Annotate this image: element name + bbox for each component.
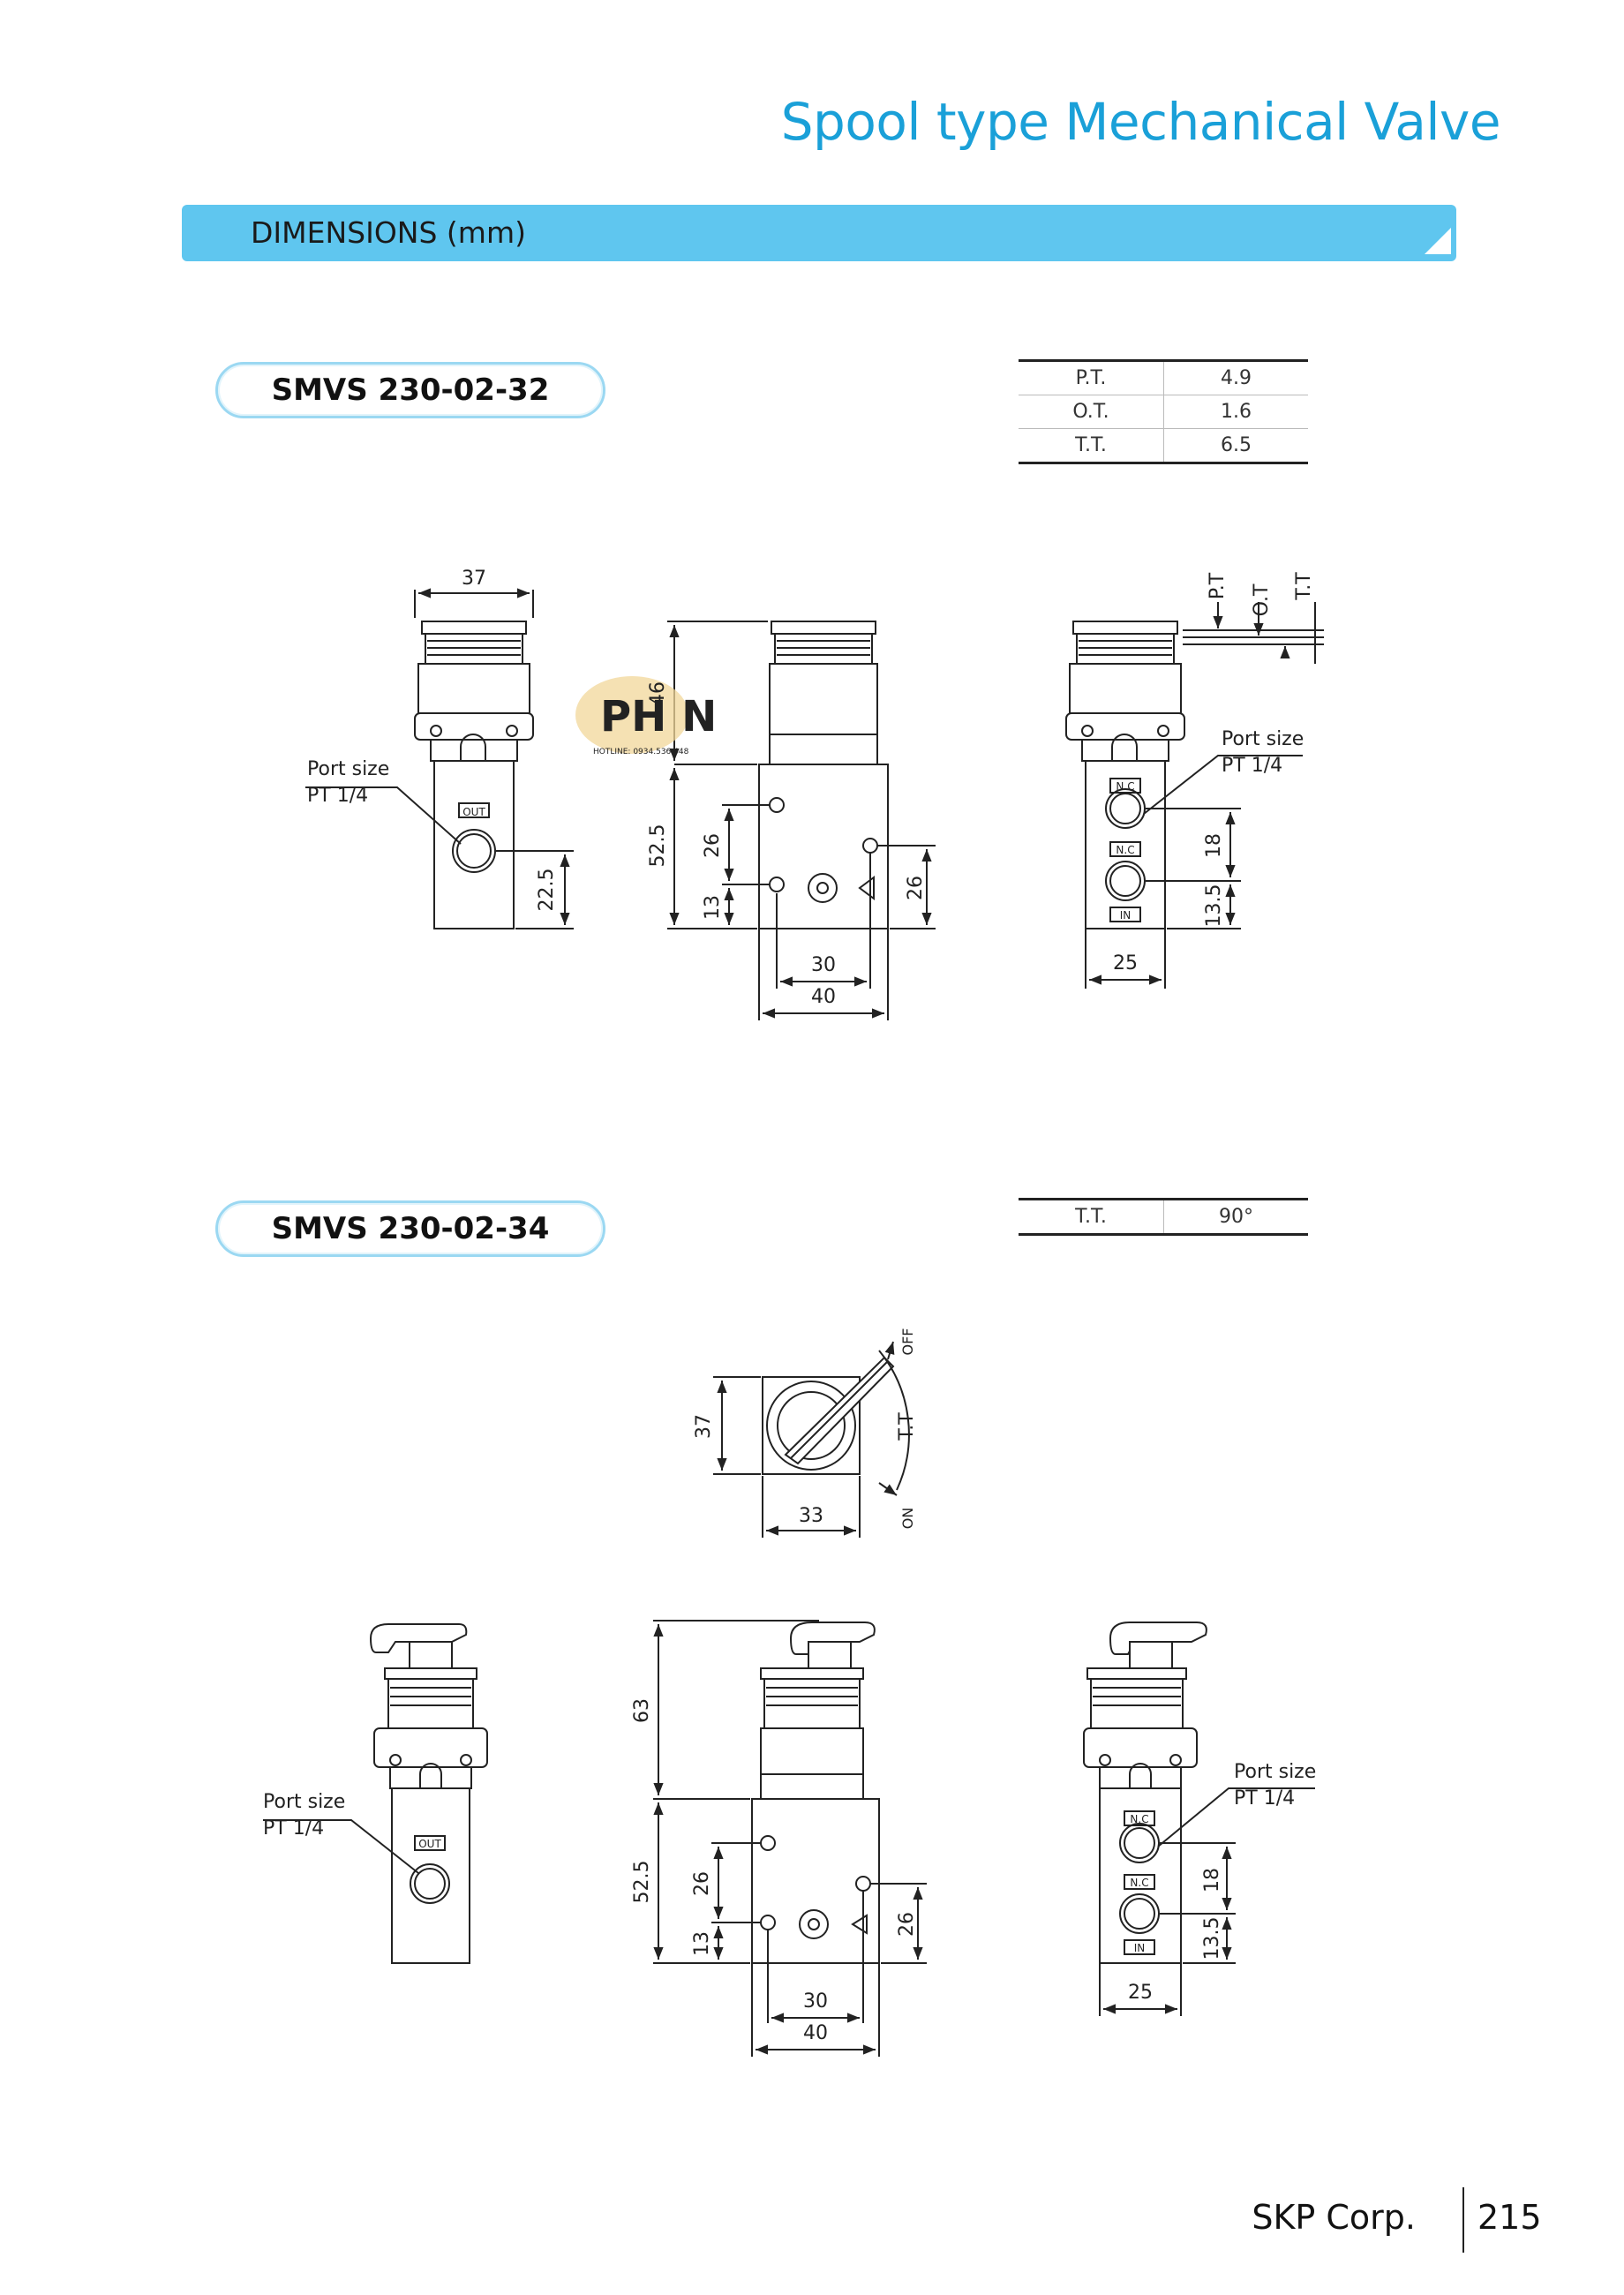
spec-key: P.T. xyxy=(1019,360,1164,395)
nc-port-tag: N.C xyxy=(1130,1813,1148,1825)
port-size-value: PT 1/4 xyxy=(307,785,368,807)
dim-height-37: 37 xyxy=(693,1414,715,1439)
dim-width-25: 25 xyxy=(1128,1982,1153,2004)
dim-height-13: 13 xyxy=(691,1931,713,1956)
model-name: SMVS 230-02-32 xyxy=(271,372,550,408)
watermark-hotline: HOTLINE: 0934.536.448 xyxy=(593,748,689,756)
table-row: T.T. 6.5 xyxy=(1019,428,1308,463)
port-size-value: PT 1/4 xyxy=(263,1817,324,1840)
dim-height-26: 26 xyxy=(896,1912,918,1937)
spec-key: T.T. xyxy=(1019,1199,1164,1235)
model-name: SMVS 230-02-34 xyxy=(271,1211,550,1246)
spec-value: 1.6 xyxy=(1163,395,1308,429)
dim-height-22-5: 22.5 xyxy=(536,869,558,912)
in-port-tag: IN xyxy=(1134,1942,1146,1954)
dim-width-25: 25 xyxy=(1113,952,1138,974)
spec-key: O.T. xyxy=(1019,395,1164,429)
section-title: DIMENSIONS (mm) xyxy=(251,215,526,250)
dim-height-26: 26 xyxy=(691,1871,713,1896)
front-view-1 xyxy=(667,621,936,1020)
spec-value: 90° xyxy=(1163,1199,1308,1235)
port-size-value: PT 1/4 xyxy=(1222,755,1282,777)
dim-width-37: 37 xyxy=(462,568,486,590)
tt-label: T.T xyxy=(1293,572,1315,601)
dim-width-40: 40 xyxy=(811,986,836,1008)
dim-height-52-5: 52.5 xyxy=(631,1861,653,1904)
spec-key: T.T. xyxy=(1019,428,1164,463)
out-port-tag: OUT xyxy=(418,1838,441,1850)
port-size-label: Port size xyxy=(307,758,389,780)
dim-height-13-5: 13.5 xyxy=(1203,884,1225,928)
spec-table-1: P.T. 4.9 O.T. 1.6 T.T. 6.5 xyxy=(1019,359,1308,464)
corner-fold-icon xyxy=(1425,228,1451,254)
dim-height-18: 18 xyxy=(1201,1868,1223,1892)
in-port-tag: IN xyxy=(1120,909,1132,922)
dim-height-13: 13 xyxy=(702,895,724,920)
spec-table-2: T.T. 90° xyxy=(1019,1198,1308,1236)
right-view-1 xyxy=(1065,602,1324,989)
dim-width-33: 33 xyxy=(799,1505,823,1527)
port-size-label: Port size xyxy=(1234,1761,1316,1783)
nc-port-tag: N.C xyxy=(1130,1877,1148,1889)
dim-width-30: 30 xyxy=(811,954,836,976)
dim-height-13-5: 13.5 xyxy=(1201,1917,1223,1960)
right-view-2 xyxy=(1083,1622,1315,2016)
footer-divider xyxy=(1462,2187,1464,2253)
table-row: P.T. 4.9 xyxy=(1019,360,1308,395)
model-label-1: SMVS 230-02-32 xyxy=(215,362,605,418)
port-size-label: Port size xyxy=(1222,728,1304,750)
footer-company: SKP Corp. xyxy=(1252,2198,1416,2237)
watermark-logo: PH N xyxy=(575,676,717,754)
dim-width-30: 30 xyxy=(803,1990,828,2013)
dim-height-18: 18 xyxy=(1203,833,1225,858)
table-row: T.T. 90° xyxy=(1019,1199,1308,1235)
model2-drawings: Port size PT 1/4 OUT 63 52.5 26 13 26 30… xyxy=(263,1620,1316,2057)
dim-height-63: 63 xyxy=(631,1698,653,1723)
out-port-tag: OUT xyxy=(462,806,485,818)
pt-label: P.T xyxy=(1207,572,1229,599)
spec-value: 6.5 xyxy=(1163,428,1308,463)
model1-drawings: PH N 37 Port size PT 1/4 OUT 22.5 HOTLIN… xyxy=(305,568,1324,1020)
table-row: O.T. 1.6 xyxy=(1019,395,1308,429)
page-title: Spool type Mechanical Valve xyxy=(780,92,1501,152)
spec-value: 4.9 xyxy=(1163,360,1308,395)
model-label-2: SMVS 230-02-34 xyxy=(215,1200,605,1257)
tt-label: T.T xyxy=(896,1412,918,1441)
dim-height-26: 26 xyxy=(702,833,724,858)
front-view-2 xyxy=(653,1620,927,2057)
port-size-label: Port size xyxy=(263,1791,345,1813)
off-label: OFF xyxy=(899,1328,916,1356)
side-view-2 xyxy=(263,1623,488,1964)
dim-height-52-5: 52.5 xyxy=(647,824,669,868)
section-header-bar: DIMENSIONS (mm) xyxy=(182,205,1456,261)
on-label: ON xyxy=(899,1508,916,1530)
dim-height-46: 46 xyxy=(647,681,669,706)
side-view-1 xyxy=(305,588,574,929)
nc-port-tag: N.C xyxy=(1116,844,1134,856)
nc-port-tag: N.C xyxy=(1116,780,1134,793)
page-number: 215 xyxy=(1477,2198,1542,2237)
model2-top-view: 37 33 OFF T.T ON xyxy=(693,1328,918,1538)
svg-text:PH N: PH N xyxy=(600,692,717,741)
port-size-value: PT 1/4 xyxy=(1234,1787,1295,1810)
dim-height-26: 26 xyxy=(905,876,927,900)
ot-label: O.T xyxy=(1251,583,1273,616)
dim-width-40: 40 xyxy=(803,2022,828,2044)
